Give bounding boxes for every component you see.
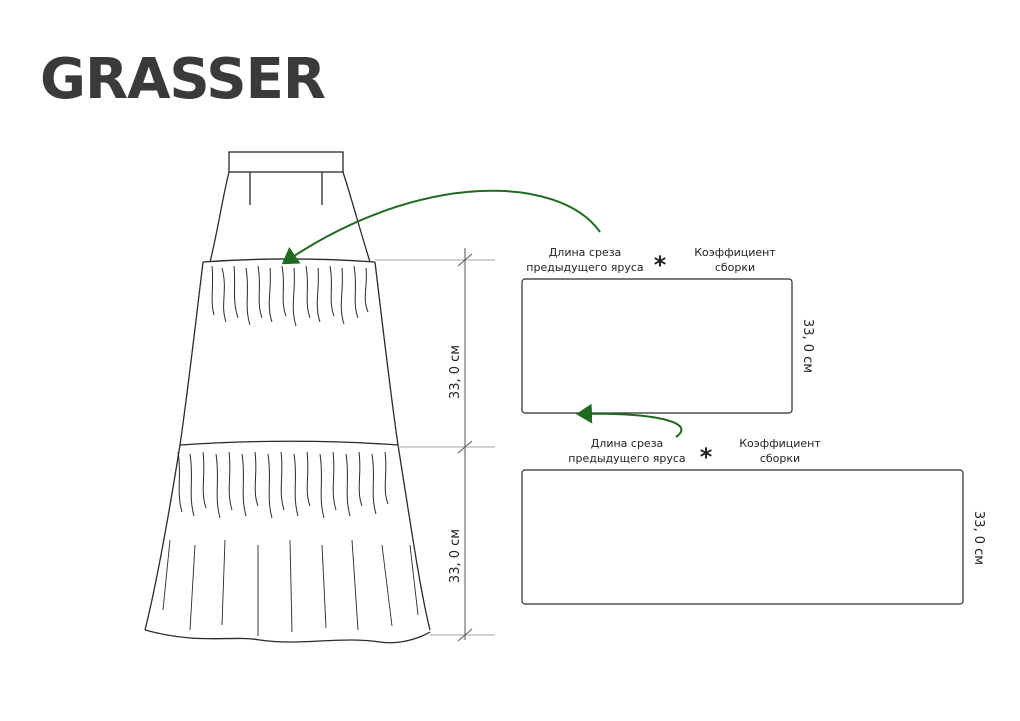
skirt-tier-2: [144, 444, 431, 631]
tier-1-pattern-rect: [521, 278, 793, 414]
arrow-tier-2-to-tier-1: [576, 403, 683, 438]
skirt-tier-1: [179, 261, 399, 446]
tier-2-label-right-2: сборки: [760, 452, 800, 465]
tier-2-asterisk: *: [700, 443, 713, 471]
skirt-tier-2-hem: [144, 629, 431, 644]
skirt-yoke: [209, 171, 371, 263]
tier-1-asterisk: *: [654, 251, 667, 279]
dimension-tick-bottom: [457, 628, 473, 642]
skirt-seam-2: [179, 440, 399, 446]
skirt-tier-1-gathers: [211, 265, 369, 327]
dimension-tick-middle: [457, 440, 473, 454]
skirt-tier-2-gathers: [177, 451, 389, 519]
skirt-illustration: [144, 151, 431, 644]
tier-2-label-left-1: Длина среза: [591, 437, 664, 450]
tier-2-pattern-rect: [521, 469, 964, 605]
tier-1-height-label: 33, 0 см: [448, 345, 463, 399]
brand-logo: GRASSER: [40, 47, 326, 112]
arrow-tier-1-to-seam: [281, 189, 601, 265]
tier-1-label-left-1: Длина среза: [549, 246, 622, 259]
tier-2-side-label: 33, 0 см: [971, 511, 986, 565]
guide-lines: [375, 259, 495, 636]
tier-1-label-right-1: Коэффициент: [694, 246, 776, 259]
tier-2-label-right-1: Коэффициент: [739, 437, 821, 450]
tier-1-side-label: 33, 0 см: [800, 319, 815, 373]
tier-1-label-right-2: сборки: [715, 261, 755, 274]
tier-2-height-label: 33, 0 см: [448, 529, 463, 583]
skirt-tier-2-folds: [162, 539, 419, 636]
tier-2-label-left-2: предыдущего яруса: [568, 452, 685, 465]
skirt-waistband: [228, 151, 344, 173]
dimension-line: [457, 248, 473, 642]
dimension-tick-top: [457, 253, 473, 267]
tier-1-label-left-2: предыдущего яруса: [526, 261, 643, 274]
